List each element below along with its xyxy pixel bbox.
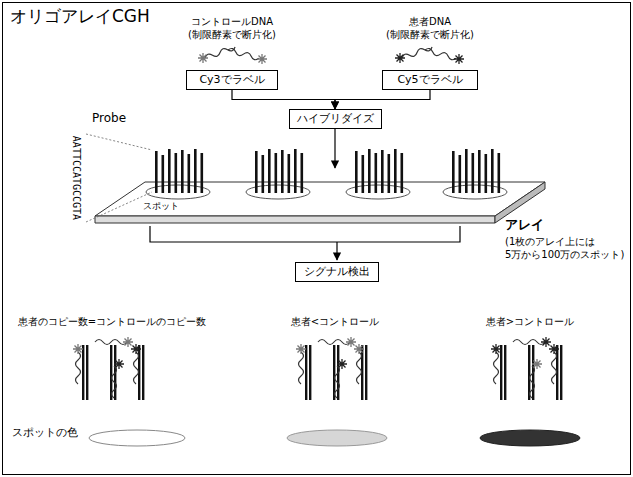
spot-label: スポット bbox=[142, 201, 180, 212]
box-label: Cy5でラベル bbox=[397, 73, 462, 86]
result-equal bbox=[73, 337, 144, 400]
probe-label: Probe bbox=[92, 111, 126, 126]
dna-label: コントロールDNA bbox=[191, 16, 273, 29]
result-loss bbox=[296, 337, 367, 400]
probe-sequence: AATTCCATGCCGTA bbox=[70, 136, 83, 220]
array-spots bbox=[146, 149, 507, 199]
array-note: (1枚のアレイ上には 5万から100万のスポット) bbox=[505, 236, 623, 261]
connector bbox=[335, 90, 430, 109]
array-label: アレイ bbox=[505, 217, 544, 233]
spot-colour-samples bbox=[89, 430, 580, 446]
connector bbox=[232, 90, 335, 109]
result-gain bbox=[491, 337, 562, 400]
condition-label: 患者のコピー数=コントロールのコピー数 bbox=[18, 316, 206, 329]
process-box: シグナル検出 bbox=[295, 262, 379, 282]
box-label: シグナル検出 bbox=[304, 265, 370, 278]
flow-arrow bbox=[334, 129, 335, 168]
dna-note: (制限酵素で断片化) bbox=[386, 29, 474, 42]
box-label: Cy3でラベル bbox=[199, 73, 264, 86]
process-box: ハイブリダイズ bbox=[289, 109, 382, 129]
patient-dna-fragments bbox=[395, 45, 464, 64]
control-dna-fragments bbox=[198, 45, 267, 64]
diagram-title: オリゴアレイCGH bbox=[10, 5, 150, 28]
outer-frame bbox=[3, 3, 631, 475]
dna-label: 患者DNA bbox=[409, 16, 451, 29]
dna-note: (制限酵素で断片化) bbox=[188, 29, 276, 42]
process-box: Cy3でラベル bbox=[186, 70, 278, 90]
bracket bbox=[150, 226, 460, 260]
condition-label: 患者>コントロール bbox=[486, 316, 574, 329]
condition-label: 患者<コントロール bbox=[291, 316, 379, 329]
box-label: ハイブリダイズ bbox=[297, 112, 374, 125]
process-box: Cy5でラベル bbox=[382, 70, 478, 90]
row-label: スポットの色 bbox=[12, 426, 78, 440]
